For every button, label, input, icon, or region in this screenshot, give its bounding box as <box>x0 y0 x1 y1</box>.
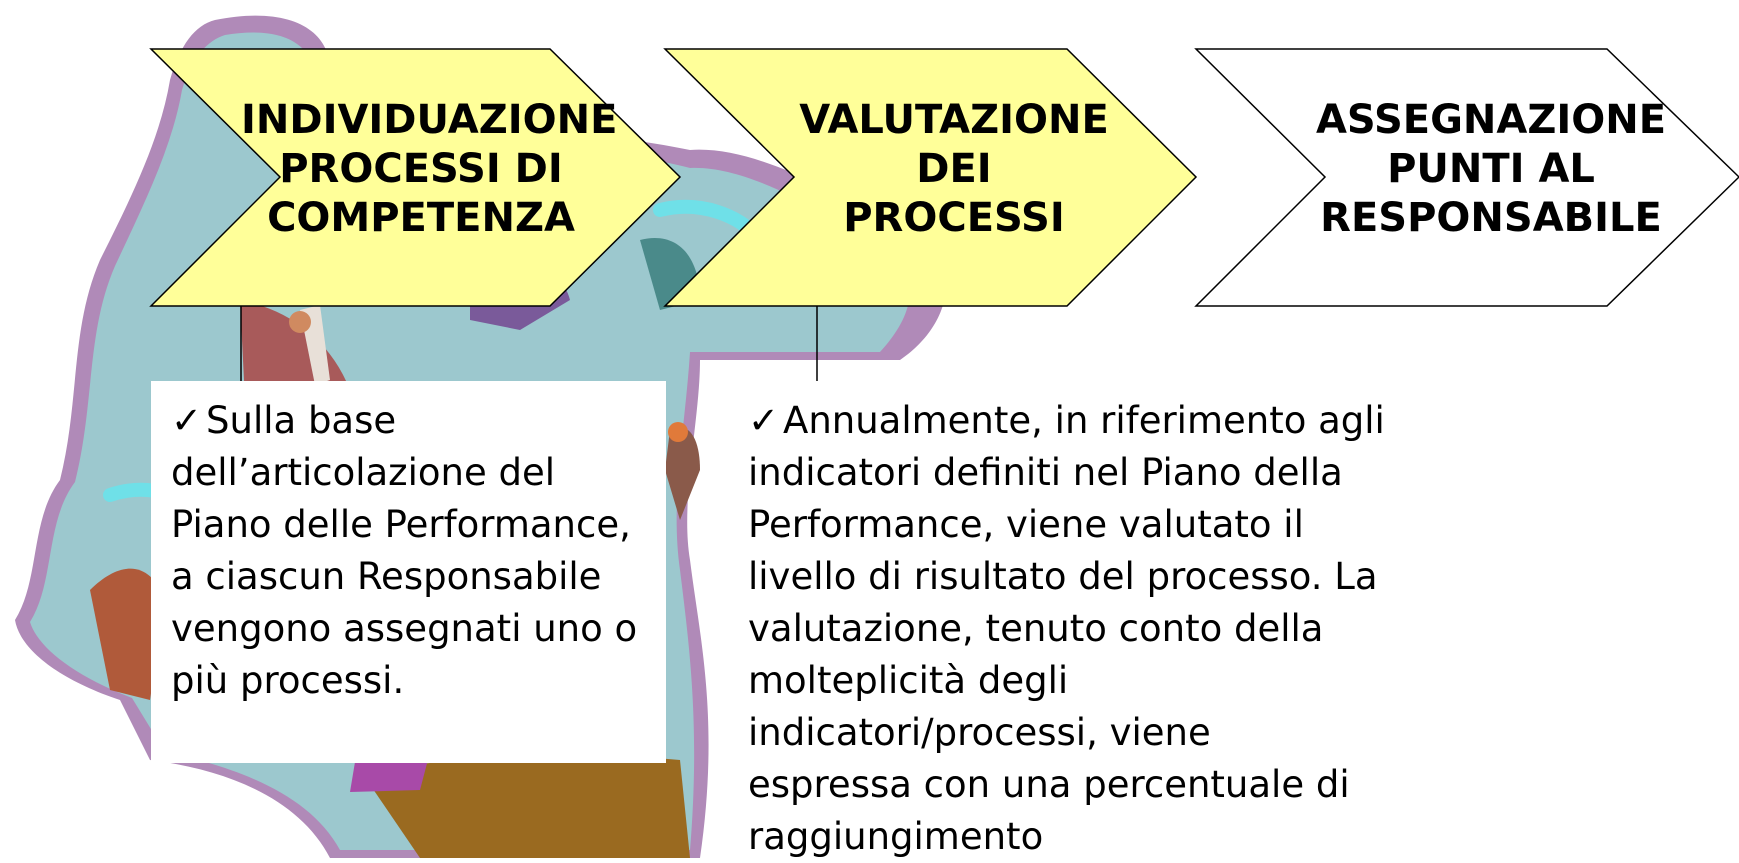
note-line: a ciascun Responsabile <box>171 555 602 598</box>
clipart-figure-5 <box>90 568 165 700</box>
note-line: indicatori definiti nel Piano della <box>748 451 1343 494</box>
note-line: ✓Sulla base <box>171 399 397 442</box>
note-line: Performance, viene valutato il <box>748 503 1304 546</box>
clipart-floor <box>360 750 690 858</box>
note-line: vengono assegnati uno o <box>171 607 638 650</box>
note-line: livello di risultato del processo. La <box>748 555 1378 598</box>
clipart-figure-4-head <box>668 422 688 442</box>
step-2-label: VALUTAZIONE DEI PROCESSI <box>799 97 1109 241</box>
clipart-figure-head <box>289 311 311 333</box>
note-line: Piano delle Performance, <box>171 503 631 546</box>
note-line: valutazione, tenuto conto della <box>748 607 1324 650</box>
chevron-step-1 <box>149 48 682 307</box>
step-1-label: INDIVIDUAZIONE PROCESSI DI COMPETENZA <box>241 97 618 241</box>
note-line: ✓Annualmente, in riferimento agli <box>748 399 1385 442</box>
note-line: dell’articolazione del <box>171 451 556 494</box>
note-line: più processi. <box>171 659 405 702</box>
step-1-description: ✓Sulla base dell’articolazione del Piano… <box>151 381 666 763</box>
chevron-step-3 <box>1194 48 1739 307</box>
step-3-label: ASSEGNAZIONE PUNTI AL RESPONSABILE <box>1315 97 1667 241</box>
note-line: indicatori/processi, viene <box>748 711 1211 754</box>
checkmark-icon: ✓ <box>171 399 203 442</box>
step-2-description: ✓Annualmente, in riferimento agli indica… <box>728 381 1428 858</box>
chevron-step-2 <box>663 48 1198 307</box>
note-line: espressa con una percentuale di <box>748 763 1350 806</box>
clipart-figure-4 <box>665 427 700 520</box>
note-line: raggiungimento <box>748 815 1044 858</box>
checkmark-icon: ✓ <box>748 399 780 442</box>
note-line: molteplicità degli <box>748 659 1069 702</box>
